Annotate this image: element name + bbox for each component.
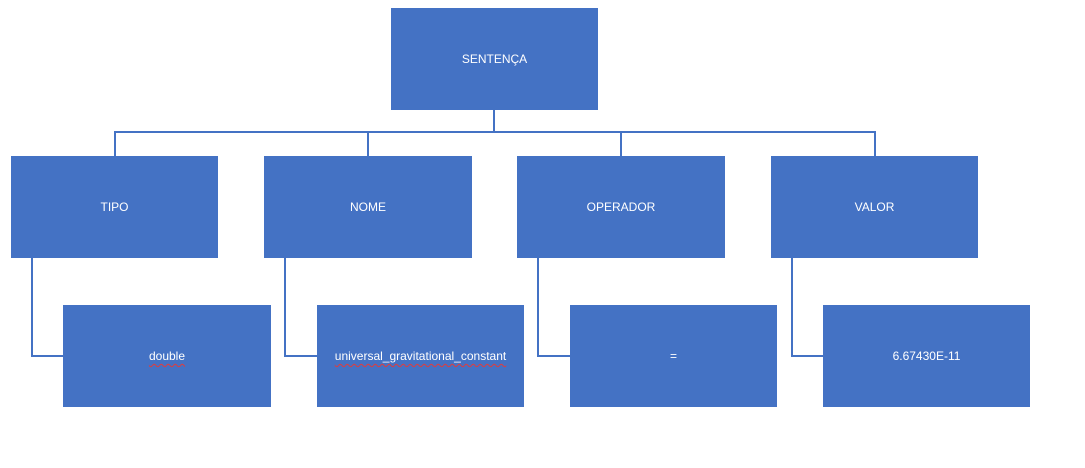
category-node-label: VALOR bbox=[854, 200, 895, 214]
category-node-label: OPERADOR bbox=[586, 200, 656, 214]
tipo-value-connector bbox=[31, 258, 63, 357]
value-node-double: double bbox=[63, 305, 271, 407]
category-node-operador: OPERADOR bbox=[517, 156, 725, 258]
value-node-universal-gravitational-constant: universal_gravitational_constant bbox=[317, 305, 524, 407]
nome-value-connector bbox=[284, 258, 317, 357]
category-node-label: NOME bbox=[350, 200, 386, 214]
value-node-label: double bbox=[148, 349, 186, 363]
value-node-label: = bbox=[669, 349, 677, 363]
category-node-nome: NOME bbox=[264, 156, 472, 258]
value-node-label: universal_gravitational_constant bbox=[334, 349, 507, 363]
root-node-label: SENTENÇA bbox=[461, 52, 528, 66]
operador-value-connector bbox=[537, 258, 570, 357]
category-node-tipo: TIPO bbox=[11, 156, 218, 258]
category-node-valor: VALOR bbox=[771, 156, 978, 258]
value-node-label: 6.67430E-11 bbox=[892, 349, 961, 363]
value-node-equals: = bbox=[570, 305, 777, 407]
category-node-label: TIPO bbox=[100, 200, 129, 214]
root-node-sentenca: SENTENÇA bbox=[391, 8, 598, 110]
value-node-constant-value: 6.67430E-11 bbox=[823, 305, 1030, 407]
valor-value-connector bbox=[791, 258, 823, 357]
